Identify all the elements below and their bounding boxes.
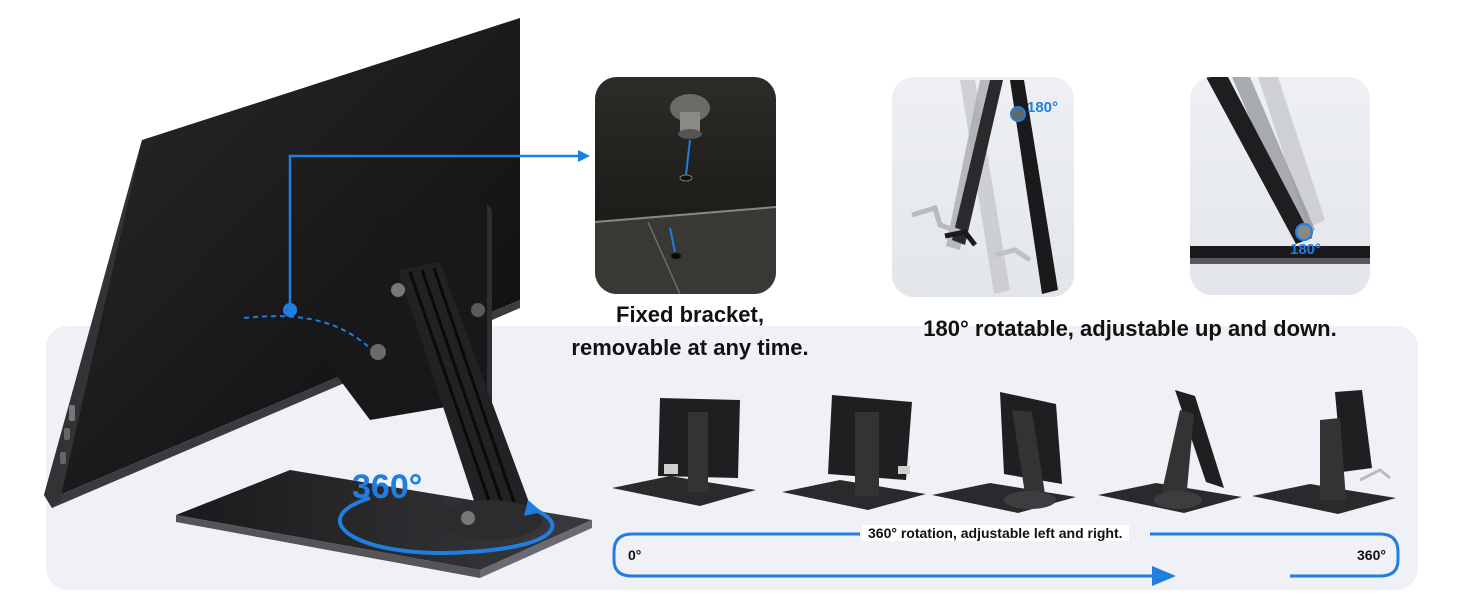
rotate-180-caption: 180° rotatable, adjustable up and down.: [923, 316, 1337, 341]
rotation-360-badge: 360°: [352, 468, 423, 506]
knob: [370, 344, 386, 360]
fixed-bracket-line1: Fixed bracket,: [616, 302, 764, 327]
stand-view-180deg: [1252, 390, 1396, 514]
hinge-180-label: 180°: [1290, 241, 1322, 258]
usb-port: [60, 452, 66, 464]
tilt-rotation-photo: [892, 77, 1074, 297]
rotation-360-caption: 360° rotation, adjustable left and right…: [862, 525, 1129, 541]
rotation-track: [612, 532, 1400, 586]
stand-base: [176, 470, 592, 570]
fixed-bracket-caption: Fixed bracket, removable at any time.: [560, 298, 820, 364]
callout-line: [288, 154, 578, 310]
usb-port: [64, 428, 70, 440]
scale-end-label: 360°: [1357, 547, 1386, 563]
rotation-arc-360: [338, 496, 555, 555]
knob: [391, 283, 405, 297]
stand-view-90deg: [1098, 390, 1242, 513]
scale-start-label: 0°: [628, 547, 642, 563]
monitor-back: [44, 18, 520, 500]
stand-view-15deg: [782, 395, 926, 510]
stand-rotation-sequence: [612, 390, 1396, 514]
knob: [471, 303, 485, 317]
fixed-bracket-line2: removable at any time.: [571, 335, 809, 360]
tilt-180-label: 180°: [1027, 99, 1059, 116]
usb-port: [69, 405, 75, 421]
knob: [461, 511, 475, 525]
monitor-with-stand-illustration: [44, 18, 592, 578]
hinge-fold-photo: [1190, 77, 1370, 295]
stand-view-front: [612, 398, 756, 506]
stand-view-45deg: [932, 392, 1076, 513]
fixed-bracket-photo: [595, 77, 776, 294]
